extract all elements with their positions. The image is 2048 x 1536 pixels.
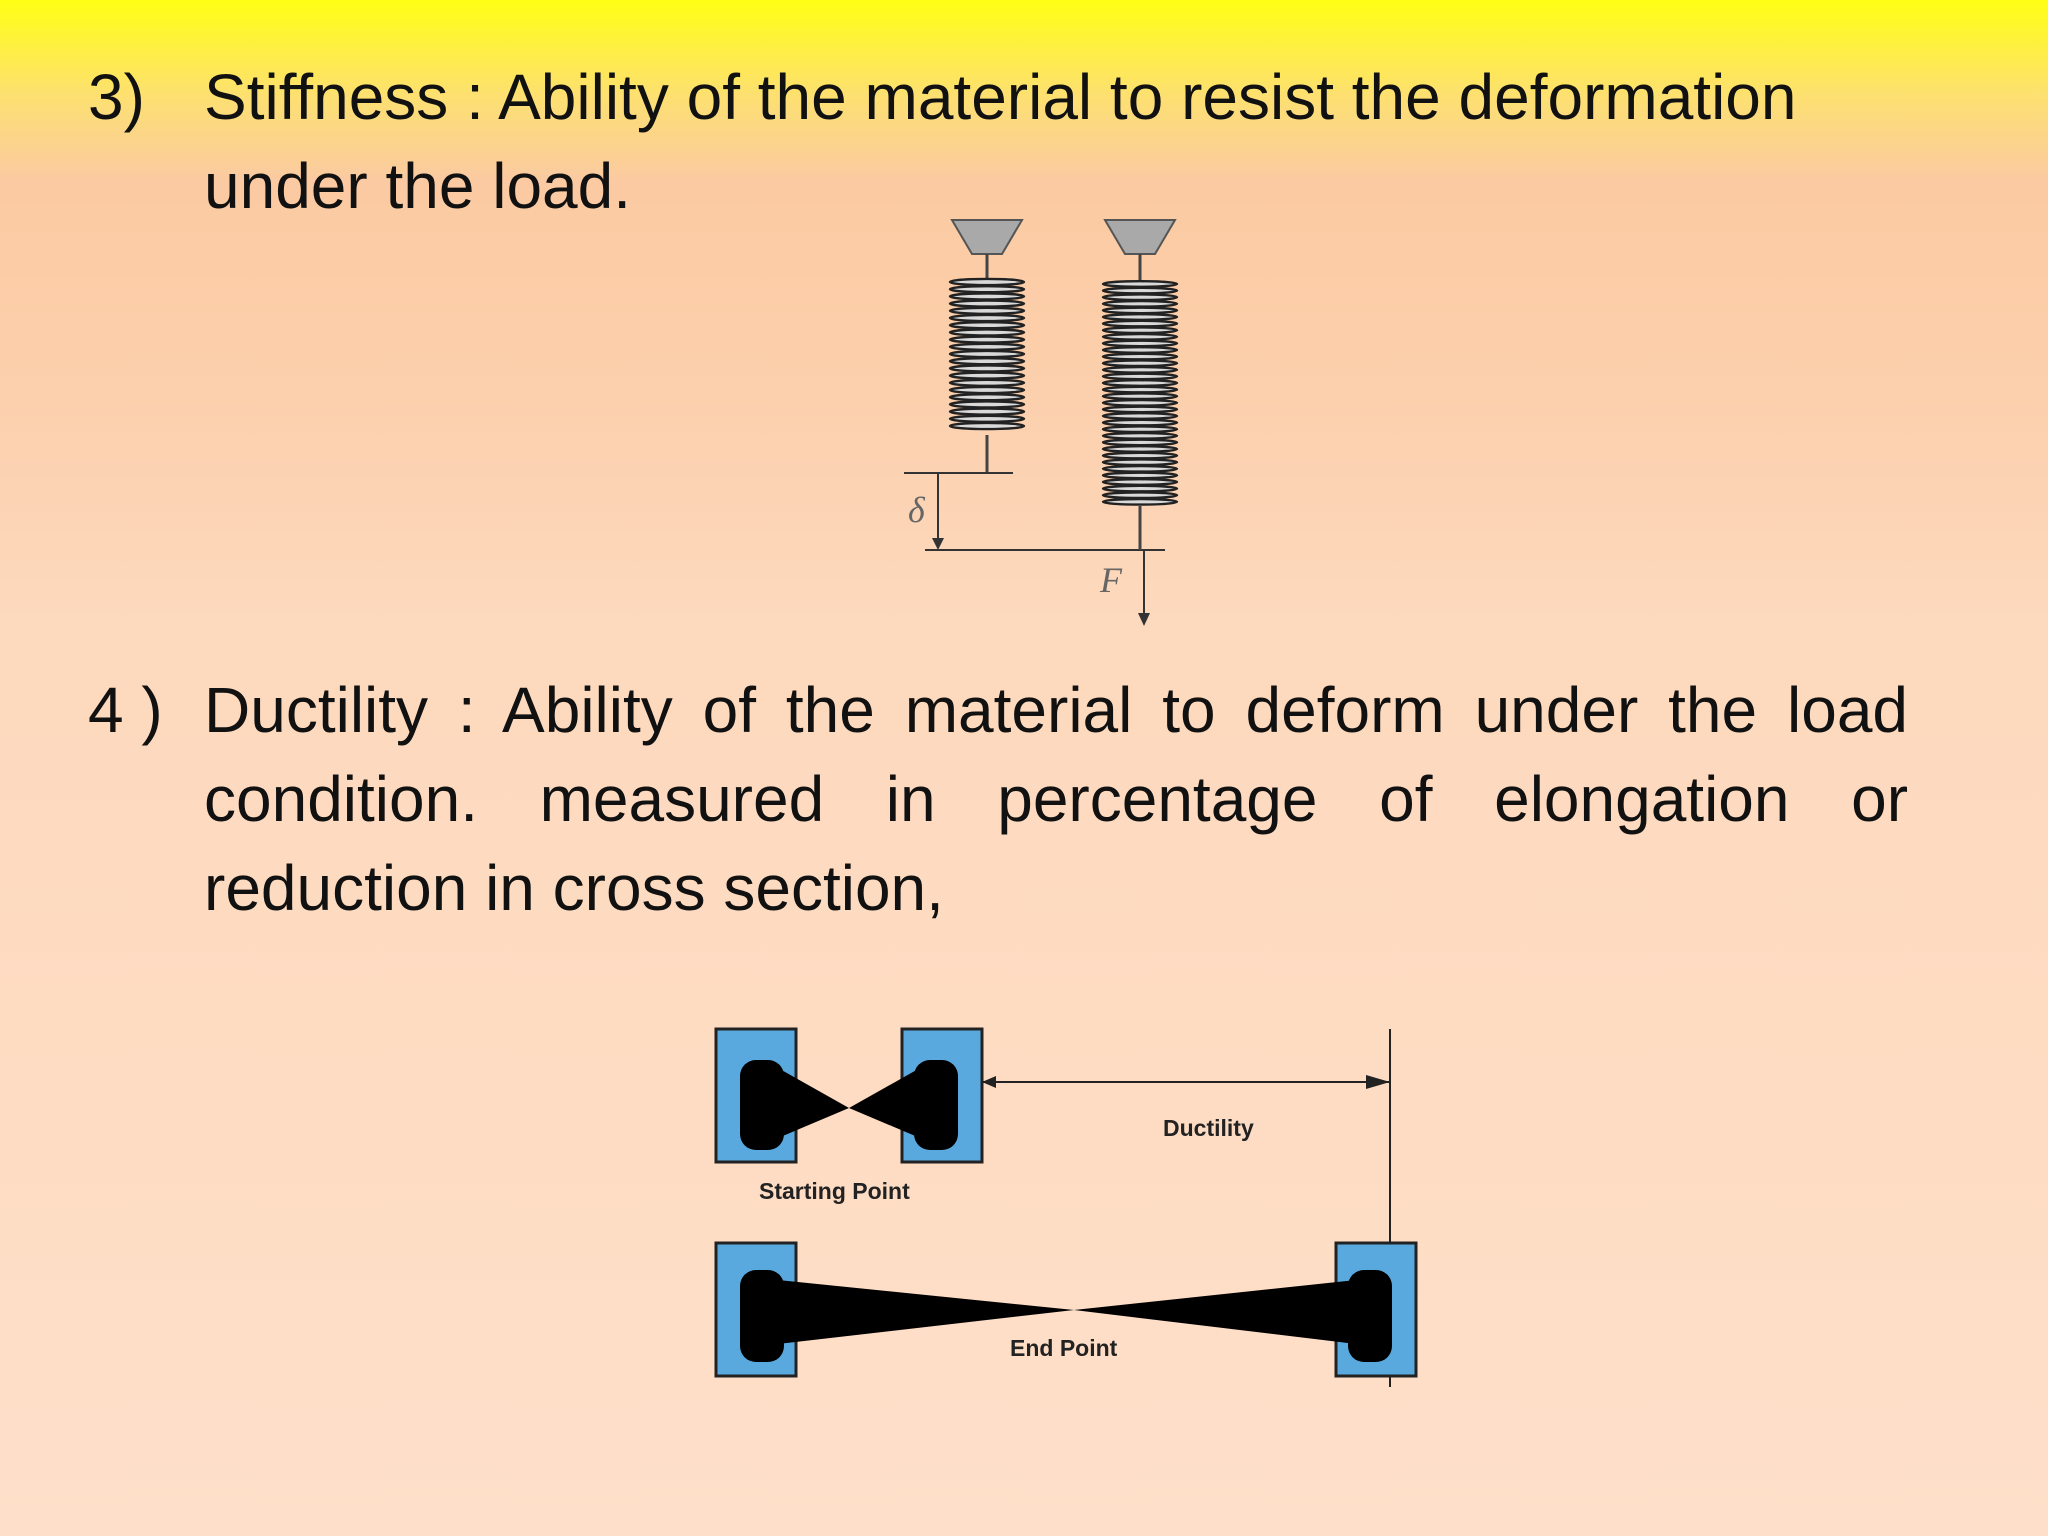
left-spring-cone	[950, 219, 1024, 255]
spring-coil	[948, 407, 1026, 416]
spring-coil	[948, 421, 1026, 431]
ductility-figure: Starting Point Ductility End Point	[714, 1027, 1418, 1387]
force-label: F	[1099, 560, 1123, 600]
right-spring-cone	[1103, 219, 1177, 255]
spring-coil	[1101, 398, 1179, 407]
spring-coil	[948, 299, 1026, 308]
spring-coil	[1101, 412, 1179, 420]
left-spring-coils	[948, 277, 1026, 431]
spring-coil	[1101, 359, 1179, 368]
spring-coil	[1101, 445, 1179, 453]
spring-coil	[1101, 306, 1179, 315]
spring-coil	[948, 292, 1026, 301]
spring-coil	[948, 320, 1026, 330]
item-text: Ductility : Ability of the material to d…	[204, 674, 1908, 924]
spring-coil	[1101, 385, 1179, 394]
spring-coil	[948, 392, 1026, 402]
spring-coil	[948, 335, 1026, 344]
spring-coil	[948, 400, 1026, 409]
start-label: Starting Point	[759, 1178, 910, 1204]
spring-coil	[948, 414, 1026, 424]
end-specimen	[740, 1270, 1392, 1362]
spring-coil	[948, 364, 1026, 373]
spring-coil	[948, 378, 1026, 388]
spring-coil	[1101, 293, 1179, 302]
spring-coil	[1101, 451, 1179, 460]
spring-coil	[1101, 458, 1179, 467]
spring-coil	[1101, 339, 1179, 348]
spring-coil	[1101, 319, 1179, 328]
item-text: Stiffness : Ability of the material to r…	[204, 61, 1797, 222]
item-number: 4 )	[88, 674, 163, 746]
spring-coil	[1101, 405, 1179, 414]
ductility-label: Ductility	[1163, 1115, 1254, 1141]
spring-coil	[1101, 346, 1179, 354]
spring-coil	[1101, 286, 1179, 295]
spring-coil	[948, 284, 1026, 294]
spring-coil	[1101, 313, 1179, 321]
spring-coil	[1101, 431, 1179, 440]
spring-coil	[948, 277, 1026, 287]
spring-coil	[1101, 464, 1179, 473]
spring-coil	[948, 313, 1026, 323]
spring-coil	[1101, 372, 1179, 381]
spring-coil	[1101, 326, 1179, 335]
spring-coil	[948, 342, 1026, 352]
start-specimen	[740, 1060, 958, 1150]
spring-coil	[1101, 484, 1179, 493]
spring-coil	[948, 385, 1026, 395]
delta-label: δ	[908, 490, 926, 530]
spring-coil	[948, 306, 1026, 316]
spring-coil	[1101, 392, 1179, 401]
spring-coil	[948, 349, 1026, 359]
item-number: 3)	[88, 61, 145, 133]
right-spring-coils	[1101, 280, 1179, 506]
item-stiffness: 3) Stiffness : Ability of the material t…	[88, 53, 1908, 231]
spring-stiffness-figure: δ F	[904, 219, 1179, 626]
spring-coil	[1101, 352, 1179, 361]
end-label: End Point	[1010, 1335, 1118, 1361]
spring-coil	[1101, 491, 1179, 500]
spring-coil	[1101, 425, 1179, 434]
spring-coil	[1101, 299, 1179, 308]
spring-coil	[948, 356, 1026, 366]
spring-coil	[1101, 332, 1179, 341]
spring-coil	[1101, 478, 1179, 486]
spring-coil	[1101, 379, 1179, 387]
spring-coil	[948, 371, 1026, 380]
spring-coil	[1101, 280, 1179, 288]
spring-coil	[948, 328, 1026, 337]
spring-coil	[1101, 438, 1179, 447]
spring-coil	[1101, 497, 1179, 506]
spring-coil	[1101, 365, 1179, 374]
item-ductility: 4 ) Ductility : Ability of the material …	[88, 666, 1908, 933]
spring-coil	[1101, 418, 1179, 427]
spring-coil	[1101, 471, 1179, 480]
